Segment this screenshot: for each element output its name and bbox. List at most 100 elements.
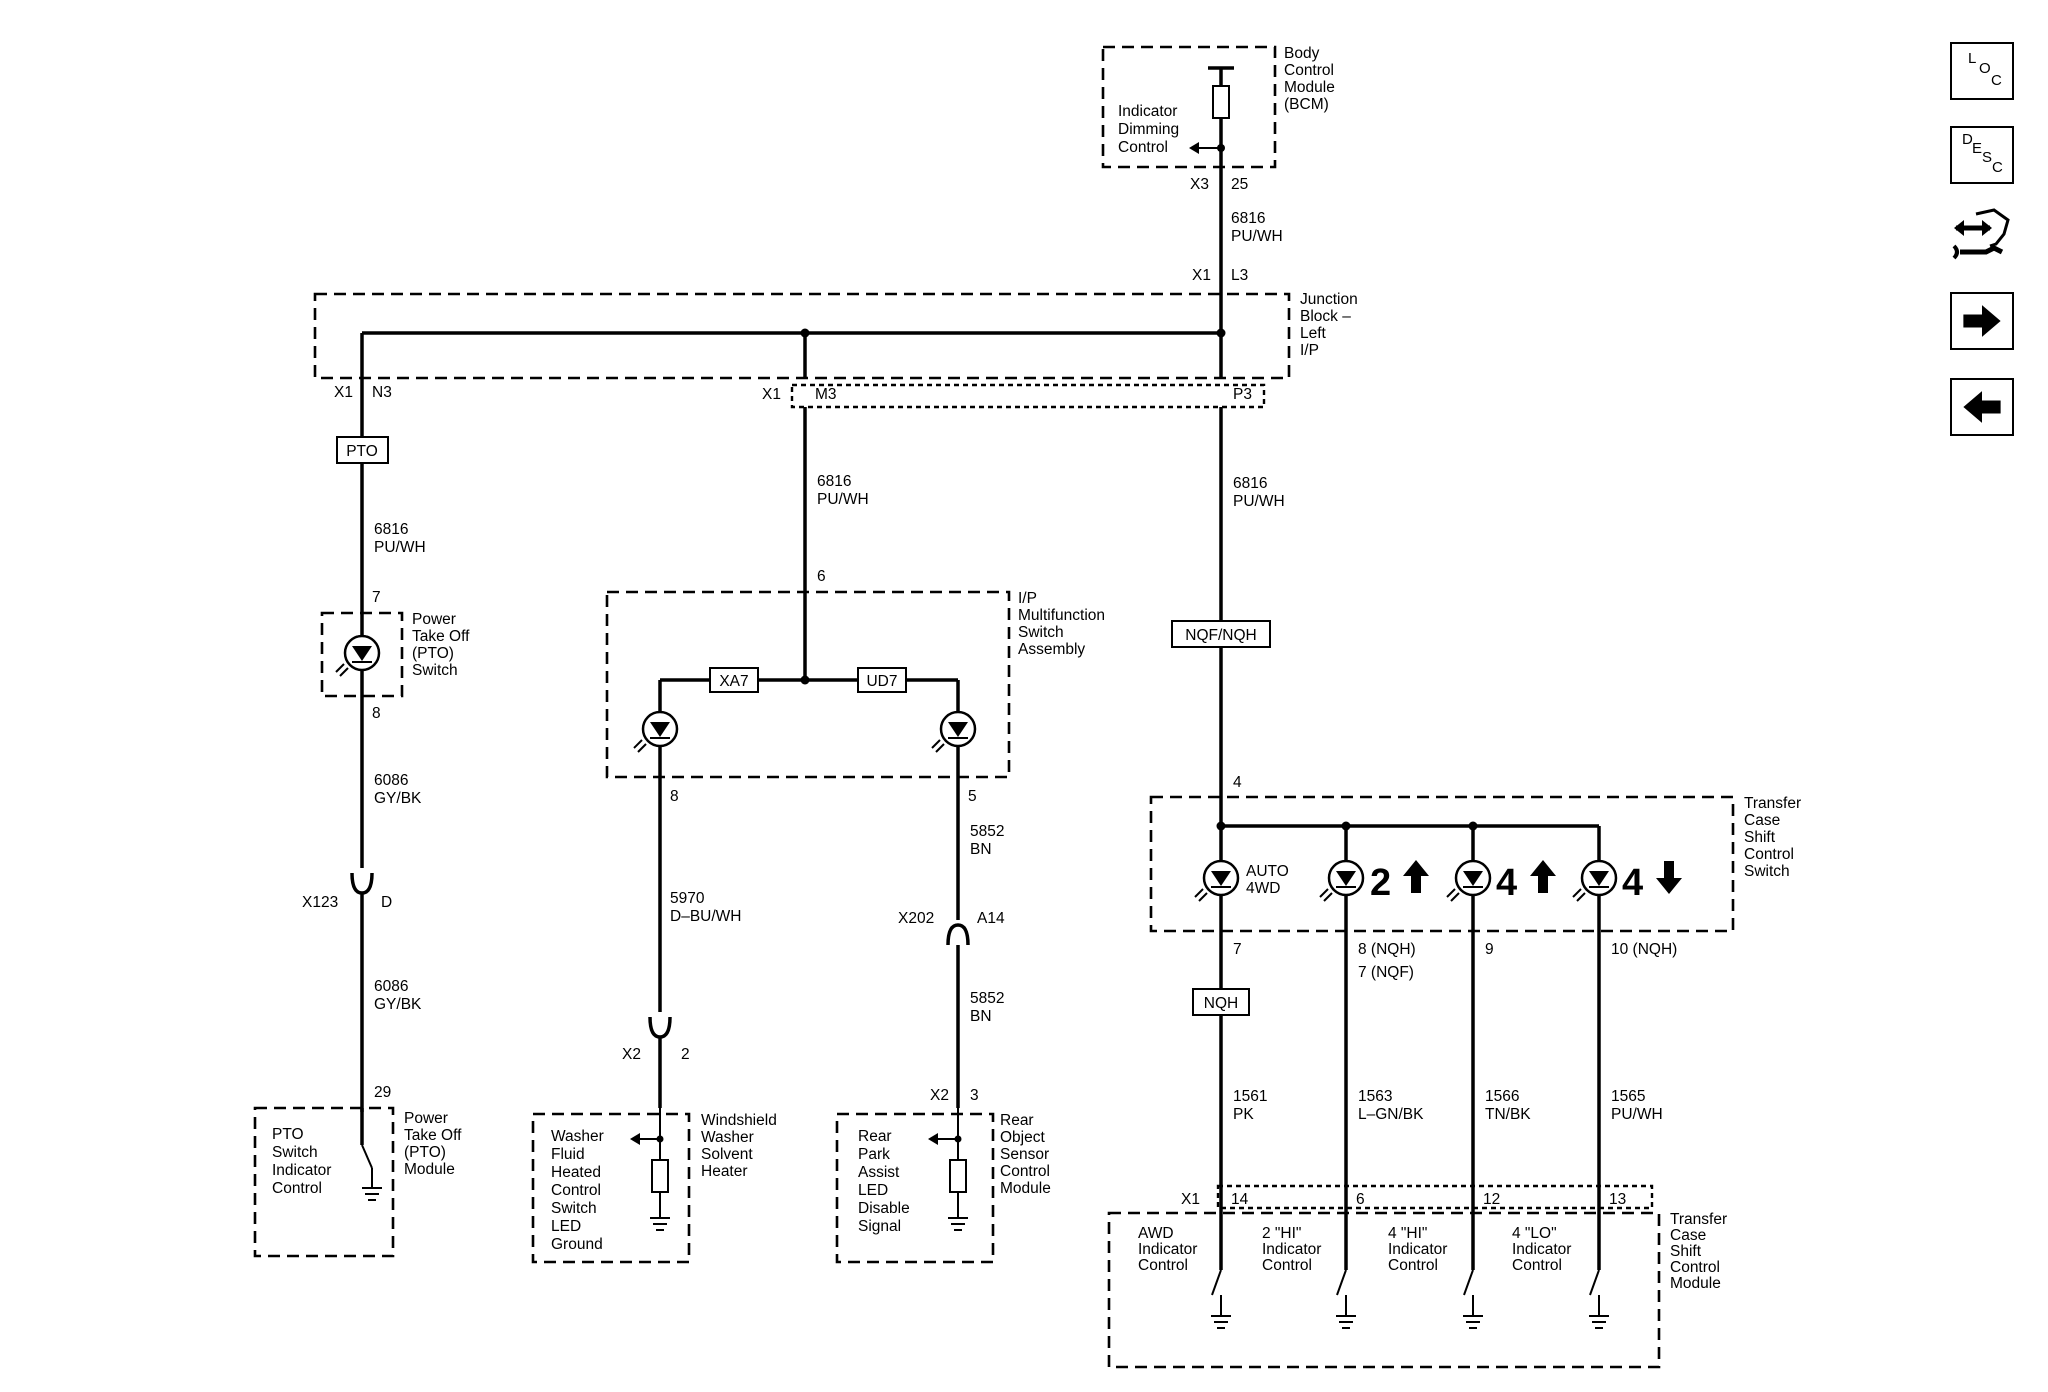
tc-switch-pin-in: 4: [1233, 774, 1242, 791]
tc-pin-awd: 7: [1233, 941, 1242, 958]
ip-switch-pin-right: 5: [968, 788, 977, 805]
bcm-name: Body Control Module (BCM): [1284, 45, 1339, 113]
tcm-func-4hi: 4 "HI" Indicator Control: [1388, 1225, 1452, 1274]
washer-connector: X2: [622, 1046, 641, 1063]
bcm-func-label: Indicator Dimming Control: [1118, 103, 1183, 156]
connector-tool-icon: [1952, 208, 2010, 260]
nqf-nqh-option-tag: NQF/NQH: [1171, 620, 1271, 648]
connector-x123: [350, 868, 374, 905]
washer-connector-pin: 2: [681, 1046, 690, 1063]
svg-text:NQF/NQH: NQF/NQH: [1185, 627, 1256, 644]
desc-letter-s: S: [1982, 149, 1993, 166]
connector-end-view-button[interactable]: [1950, 204, 2014, 274]
connector-washer-x2: [648, 1012, 672, 1108]
rear-object-connector: X2: [930, 1087, 949, 1104]
svg-text:NQH: NQH: [1204, 995, 1238, 1012]
bcm-module: Indicator Dimming Control Body Control M…: [1101, 45, 1339, 200]
rear-object-func: Rear Park Assist LED Disable Signal: [858, 1128, 914, 1235]
jb-m3-connector: X1: [762, 386, 781, 403]
tcm-pin-4lo: 13: [1609, 1191, 1626, 1208]
wire-label-ip-feed: 6816 PU/WH: [817, 473, 869, 508]
wire-label-4lo: 1565 PU/WH: [1611, 1088, 1663, 1123]
pto-switch-pin-in: 7: [372, 589, 381, 606]
tc-symbol-2: 2: [1370, 862, 1391, 904]
tc-pin-4lo: 10 (NQH): [1611, 941, 1677, 958]
tc-led-4lo: [1572, 859, 1618, 902]
jb-top-pin: L3: [1231, 267, 1248, 284]
tc-symbol-4b: 4: [1622, 862, 1643, 904]
tc-auto-label: AUTO 4WD: [1246, 863, 1293, 897]
tcm-pin-4hi: 12: [1483, 1191, 1500, 1208]
jb-n3-pin: N3: [372, 384, 392, 401]
wire-label-tc-feed: 6816 PU/WH: [1233, 475, 1285, 510]
tc-pin-2hi: 8 (NQH) 7 (NQF): [1358, 941, 1420, 981]
tc-switch-name: Transfer Case Shift Control Switch: [1744, 795, 1805, 880]
pto-option-tag: PTO: [336, 436, 389, 464]
jb-n3-connector: X1: [334, 384, 353, 401]
jb-top-connector: X1: [1192, 267, 1211, 284]
loc-letter-l: L: [1968, 50, 1977, 67]
loc-letter-c: C: [1991, 72, 2002, 89]
ip-switch-name: I/P Multifunction Switch Assembly: [1018, 590, 1109, 658]
ip-tag-left: XA7: [719, 673, 748, 690]
rear-object-connector-pin: 3: [970, 1087, 979, 1104]
ip-tag-right: UD7: [866, 673, 897, 690]
pto-module-name: Power Take Off (PTO) Module: [404, 1110, 466, 1178]
rear-object-module: Rear Park Assist LED Disable Signal Rear…: [835, 1108, 1054, 1264]
pto-switch-name: Power Take Off (PTO) Switch: [412, 611, 474, 679]
previous-page-button[interactable]: [1950, 378, 2014, 436]
tcm-switch-4hi: [1463, 1210, 1483, 1329]
jb-name: Junction Block – Left I/P: [1300, 291, 1362, 359]
nqh-option-tag: NQH: [1192, 988, 1250, 1016]
junction-block: Junction Block – Left I/P X1 N3 X1 M3 P3: [313, 291, 1362, 409]
tcm-connector: X1: [1181, 1191, 1200, 1208]
rear-object-name: Rear Object Sensor Control Module: [1000, 1112, 1054, 1197]
pto-module-pin: 29: [374, 1084, 391, 1101]
location-button[interactable]: L O C: [1950, 42, 2014, 100]
next-page-button[interactable]: [1950, 292, 2014, 350]
wire-label-4hi: 1566 TN/BK: [1485, 1088, 1531, 1123]
washer-func: Washer Fluid Heated Control Switch LED G…: [551, 1128, 608, 1253]
tc-led-4hi: [1446, 859, 1492, 902]
wire-label-washer: 5970 D–BU/WH: [670, 890, 741, 925]
tcm-func-2hi: 2 "HI" Indicator Control: [1262, 1225, 1326, 1274]
x123-name: X123: [302, 894, 338, 911]
washer-heater-module: Washer Fluid Heated Control Switch LED G…: [531, 1108, 777, 1264]
desc-letter-d: D: [1962, 131, 1973, 148]
tc-symbol-4a: 4: [1496, 862, 1517, 904]
jb-m3-pin: M3: [815, 386, 837, 403]
wire-label-awd: 1561 PK: [1233, 1088, 1272, 1123]
transfer-case-module: X1 14 6 12 13: [1107, 1184, 1731, 1369]
wire-label-rpa-upper: 5852 BN: [970, 823, 1009, 858]
jb-p3-pin: P3: [1233, 386, 1252, 403]
arrow-right-icon: [1963, 305, 2001, 337]
transfer-case-switch: AUTO 4WD 2 4 4 Transfer Case Shift Contr…: [1149, 795, 1805, 933]
wire-label-bcm-jb: 6816 PU/WH: [1231, 210, 1283, 245]
bcm-connector: X3: [1190, 176, 1209, 193]
description-button[interactable]: D E S C: [1950, 126, 2014, 184]
arrow-left-icon: [1963, 391, 2001, 423]
pto-switch-pin-out: 8: [372, 705, 381, 722]
ip-led-right: [931, 710, 977, 753]
tcm-switch-4lo: [1589, 1210, 1609, 1329]
svg-text:PTO: PTO: [346, 443, 378, 460]
tc-arrow-down-4: [1656, 861, 1682, 894]
pto-switch: Power Take Off (PTO) Switch: [320, 611, 474, 698]
pto-module-func: PTO Switch Indicator Control: [272, 1126, 336, 1197]
tcm-func-4lo: 4 "LO" Indicator Control: [1512, 1225, 1576, 1274]
ip-switch-pin-left: 8: [670, 788, 679, 805]
tc-arrow-up-4: [1530, 860, 1556, 893]
wire-label-rpa-lower: 5852 BN: [970, 990, 1009, 1025]
tc-pin-4hi: 9: [1485, 941, 1494, 958]
ip-led-left: [633, 710, 679, 753]
ip-multifunction-switch: XA7 UD7 I/P Multifunction Switch Assembl…: [605, 590, 1109, 779]
wire-label-pto-feed: 6816 PU/WH: [374, 521, 426, 556]
tc-arrow-up-2: [1403, 860, 1429, 893]
pto-module: PTO Switch Indicator Control Power Take …: [253, 1106, 466, 1258]
tc-led-auto: [1194, 859, 1240, 902]
desc-letter-e: E: [1972, 140, 1983, 157]
tcm-switch-awd: [1211, 1210, 1231, 1329]
x123-pin: D: [381, 894, 392, 911]
tcm-name: Transfer Case Shift Control Module: [1670, 1211, 1731, 1292]
x202-pin: A14: [977, 910, 1005, 927]
